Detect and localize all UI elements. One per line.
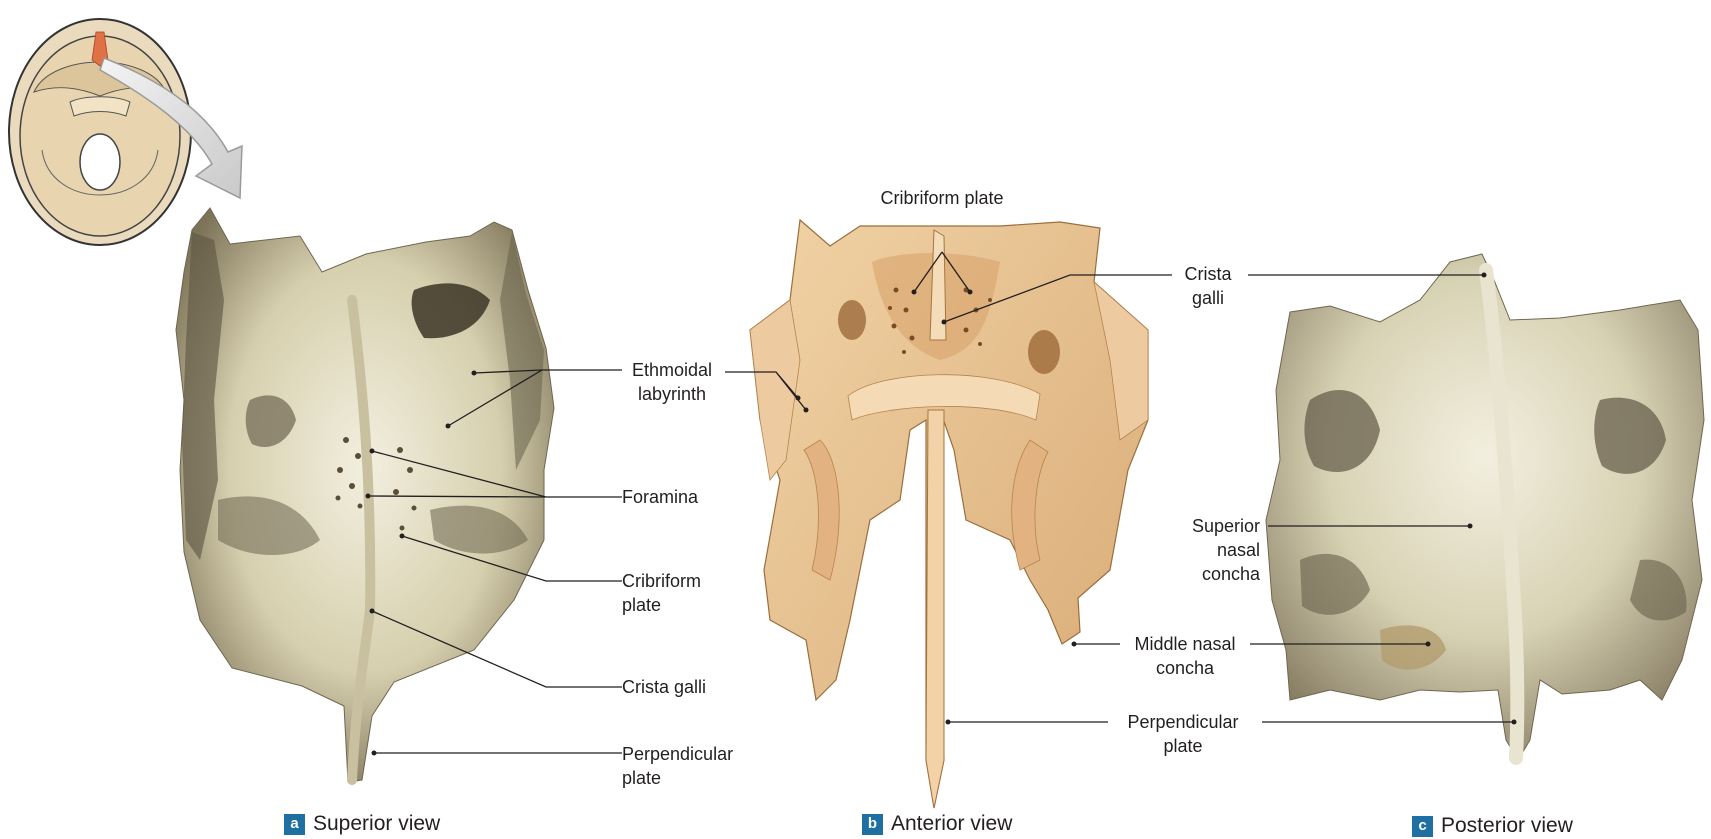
caption-superior-view: a Superior view <box>284 812 440 836</box>
caption-posterior-view: c Posterior view <box>1412 814 1573 838</box>
label-ethmoidal-labyrinth: Ethmoidal labyrinth <box>622 358 722 406</box>
perpendicular-plate-shape <box>926 410 944 808</box>
caption-anterior-view: b Anterior view <box>862 812 1012 836</box>
label-crista-galli-b: Crista galli <box>1172 262 1244 310</box>
posterior-view-bone <box>1266 254 1704 760</box>
label-crista-galli-a: Crista galli <box>622 675 706 699</box>
label-cribriform-plate-b: Cribriform plate <box>852 186 1032 210</box>
label-middle-nasal-concha: Middle nasal concha <box>1120 632 1250 680</box>
sinus-opening-left <box>838 300 866 340</box>
foramen-magnum <box>80 134 120 190</box>
superior-view-specimen <box>176 208 554 782</box>
panel-badge-a: a <box>284 814 305 835</box>
label-perpendicular-plate-b: Perpendicular plate <box>1108 710 1258 758</box>
label-cribriform-plate-a: Cribriform plate <box>622 569 701 617</box>
panel-badge-c: c <box>1412 816 1433 837</box>
caption-posterior-view-text: Posterior view <box>1441 814 1573 838</box>
label-perpendicular-plate-a: Perpendicular plate <box>622 742 733 790</box>
panel-badge-b: b <box>862 814 883 835</box>
caption-anterior-view-text: Anterior view <box>891 812 1012 836</box>
posterior-view-specimen <box>1266 254 1704 760</box>
label-superior-nasal-concha: Superior nasal concha <box>1160 514 1260 586</box>
sinus-opening-right <box>1028 330 1060 374</box>
caption-superior-view-text: Superior view <box>313 812 440 836</box>
label-foramina: Foramina <box>622 485 698 509</box>
